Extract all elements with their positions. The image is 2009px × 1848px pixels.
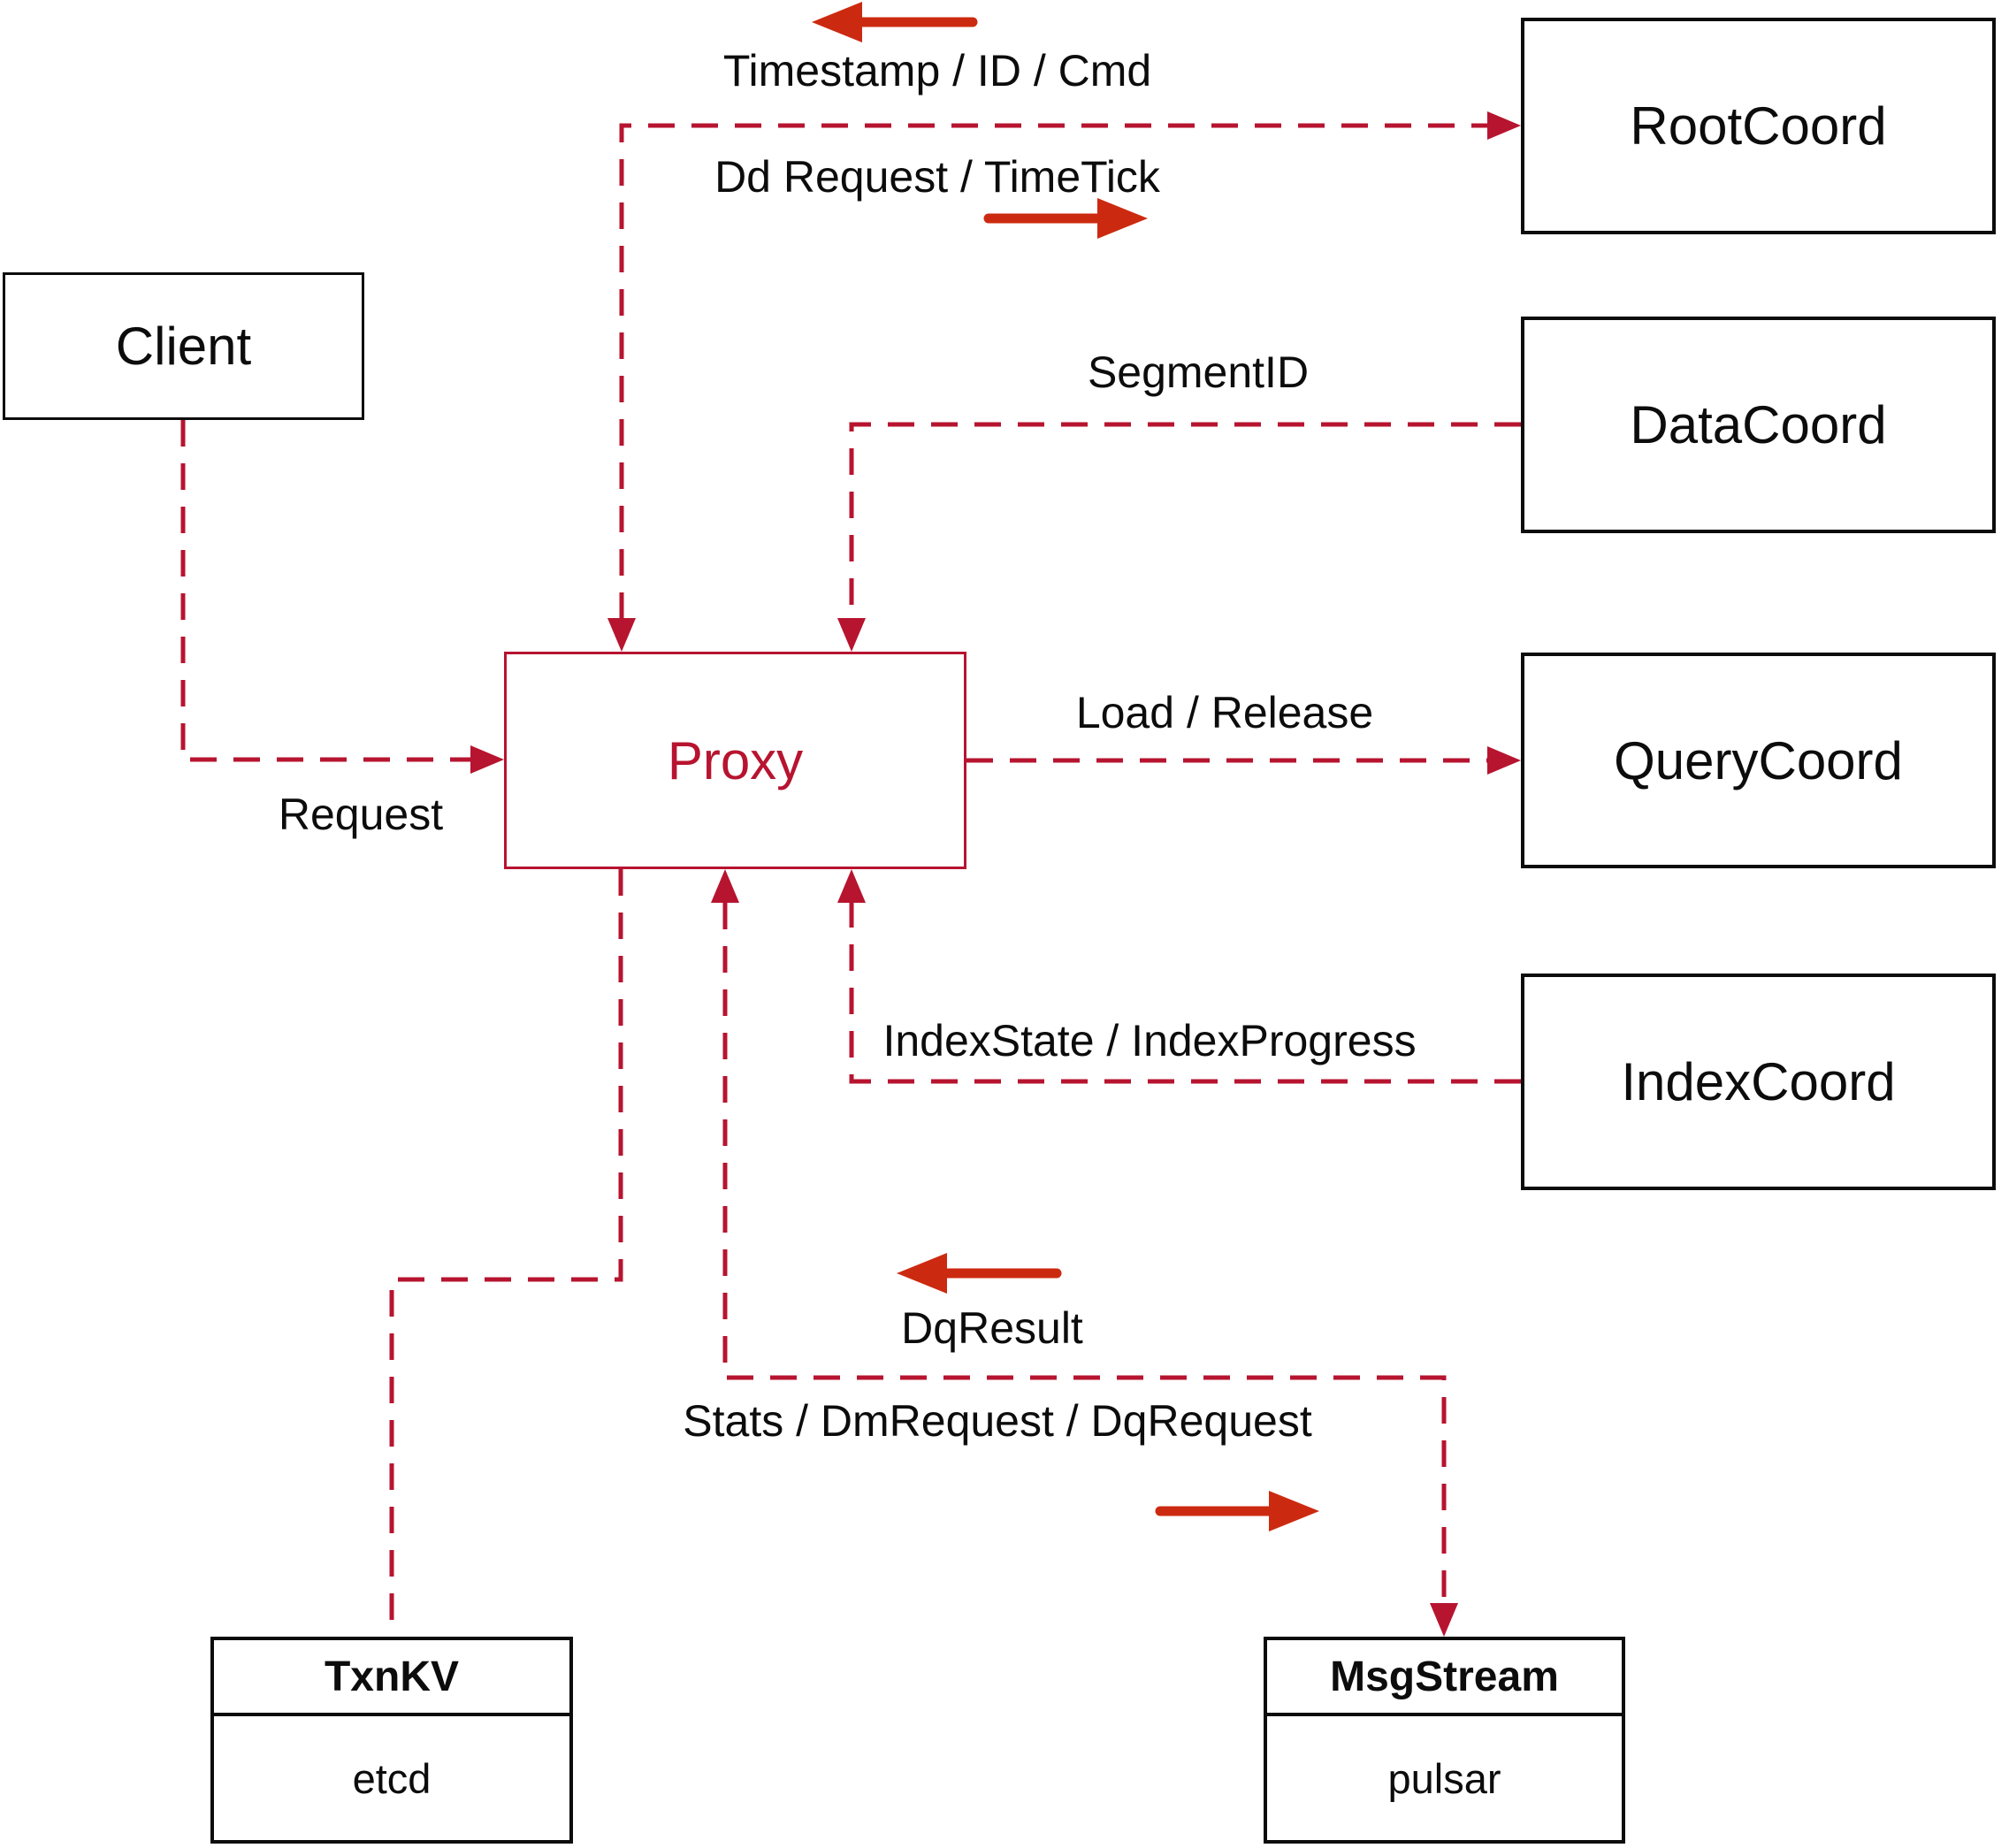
edge-label-segmentid: SegmentID <box>1087 347 1310 397</box>
rootcoord-label: RootCoord <box>1630 96 1887 156</box>
client-label: Client <box>115 317 252 376</box>
datacoord-label: DataCoord <box>1630 395 1887 454</box>
flow-arrow-right-stats <box>1155 1491 1319 1531</box>
arrowhead-into-msgstream <box>1430 1603 1458 1637</box>
edge-indexcoord-proxy <box>849 903 1521 1084</box>
arrowhead-into-proxy-top-left <box>607 618 636 652</box>
arrowhead-into-proxy-bottom-left <box>711 869 739 903</box>
edge-proxy-msgstream <box>722 903 1447 1603</box>
flow-arrow-right-ddrequest <box>983 198 1148 239</box>
flow-arrow-left-timestamp <box>812 2 978 42</box>
node-datacoord: DataCoord <box>1521 317 1996 533</box>
querycoord-label: QueryCoord <box>1614 730 1903 790</box>
node-querycoord: QueryCoord <box>1521 653 1996 868</box>
txnkv-impl: etcd <box>352 1754 432 1802</box>
flow-arrow-left-dqresult <box>897 1253 1062 1294</box>
proxy-label: Proxy <box>667 730 804 790</box>
edge-label-dd-request-timetick: Dd Request / TimeTick <box>714 152 1160 202</box>
arrowhead-into-proxy-left <box>470 745 504 774</box>
edge-label-request: Request <box>278 790 444 839</box>
txnkv-title: TxnKV <box>214 1640 569 1716</box>
msgstream-impl: pulsar <box>1387 1754 1501 1802</box>
edge-proxy-rootcoord <box>619 123 1487 619</box>
node-rootcoord: RootCoord <box>1521 18 1996 234</box>
arrowhead-into-proxy-top-right <box>837 618 866 652</box>
msgstream-title: MsgStream <box>1267 1640 1622 1716</box>
edge-label-indexstate-indexprogress: IndexState / IndexProgress <box>882 1016 1417 1065</box>
edge-label-timestamp-id-cmd: Timestamp / ID / Cmd <box>722 46 1152 95</box>
edge-label-stats-dmrequest-dqrequest: Stats / DmRequest / DqRequest <box>683 1396 1312 1446</box>
node-txnkv: TxnKV etcd <box>210 1637 573 1844</box>
arrowhead-into-proxy-bottom-right <box>837 869 866 903</box>
arrowhead-into-querycoord <box>1487 746 1521 775</box>
arrowhead-into-rootcoord <box>1487 111 1521 140</box>
node-indexcoord: IndexCoord <box>1521 974 1996 1190</box>
indexcoord-label: IndexCoord <box>1621 1052 1896 1111</box>
edge-label-dqresult: DqResult <box>901 1303 1083 1353</box>
edge-datacoord-proxy <box>849 422 1521 619</box>
node-proxy: Proxy <box>504 652 966 869</box>
edge-proxy-txnkv <box>389 869 623 1637</box>
node-client: Client <box>3 272 364 420</box>
edge-label-load-release: Load / Release <box>1075 688 1374 737</box>
node-msgstream: MsgStream pulsar <box>1264 1637 1625 1844</box>
edge-client-proxy <box>180 420 470 762</box>
